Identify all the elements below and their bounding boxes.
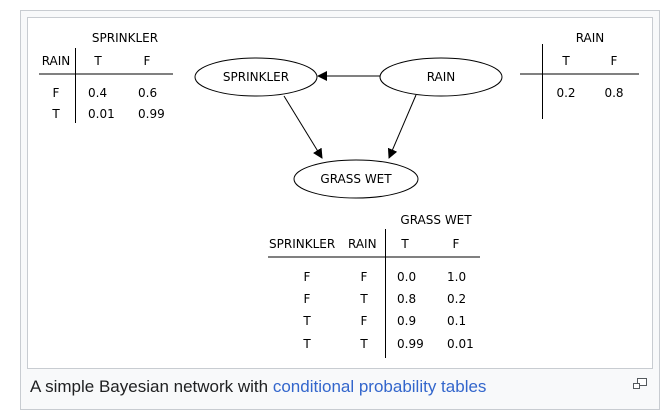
grass-table-cell: 0.01 — [447, 337, 474, 351]
grass-table-row-header-rain: RAIN — [348, 237, 377, 251]
rain-table-col-f: F — [611, 54, 618, 68]
caption-link-conditional-probability-tables[interactable]: conditional probability tables — [272, 377, 487, 396]
sprinkler-table-cell: 0.01 — [88, 107, 115, 121]
grass-table-cell: 0.8 — [397, 292, 416, 306]
grass-table-cell: F — [361, 314, 368, 328]
rain-table-col-t: T — [561, 54, 570, 68]
grass-table-cell: T — [359, 292, 368, 306]
node-grass-wet-label: GRASS WET — [320, 172, 392, 186]
enlarge-icon[interactable] — [630, 376, 650, 392]
grass-table-row-header-sprinkler: SPRINKLER — [269, 237, 335, 251]
node-sprinkler: SPRINKLER — [194, 57, 318, 97]
caption-text: A simple Bayesian network with — [30, 377, 273, 396]
node-rain: RAIN — [379, 57, 503, 97]
grass-table-cell: T — [302, 314, 311, 328]
grass-table-cell: F — [304, 292, 311, 306]
grass-wet-table: GRASS WET SPRINKLER RAIN T F F F 0.0 1.0… — [268, 213, 480, 358]
grass-table-cell: 0.99 — [397, 337, 424, 351]
sprinkler-table-cell: 0.6 — [138, 86, 157, 100]
grass-table-cell: 0.0 — [397, 270, 416, 284]
grass-table-cell: T — [302, 337, 311, 351]
grass-table-cell: F — [361, 270, 368, 284]
figure-caption: A simple Bayesian network with condition… — [30, 377, 486, 397]
rain-table-cell: 0.2 — [556, 86, 575, 100]
sprinkler-table-cell: 0.4 — [88, 86, 107, 100]
grass-table-cell: F — [304, 270, 311, 284]
node-rain-ellipse — [379, 57, 503, 97]
sprinkler-table-cell: F — [53, 86, 60, 100]
edge-sprinkler-to-grasswet — [283, 95, 323, 159]
grass-table-cell: 1.0 — [447, 270, 466, 284]
grass-table-title: GRASS WET — [400, 213, 472, 227]
edge-rain-to-grasswet — [387, 94, 417, 159]
grass-table-col-t: T — [400, 237, 409, 251]
sprinkler-table-row-header: RAIN — [42, 54, 71, 68]
grass-table-col-f: F — [453, 237, 460, 251]
node-grass-wet: GRASS WET — [293, 159, 419, 199]
sprinkler-table-title: SPRINKLER — [92, 31, 158, 45]
sprinkler-table-cell: T — [51, 107, 60, 121]
grass-table-cell: 0.1 — [447, 314, 466, 328]
bayesian-network-diagram: SPRINKLER RAIN T F F 0.4 0.6 T 0.01 0.99… — [39, 31, 639, 358]
node-sprinkler-ellipse — [194, 57, 318, 97]
sprinkler-table-cell: 0.99 — [138, 107, 165, 121]
node-rain-label: RAIN — [427, 70, 456, 84]
grass-table-cell: 0.2 — [447, 292, 466, 306]
sprinkler-table-col-f: F — [144, 54, 151, 68]
grass-table-cell: T — [359, 337, 368, 351]
figure-image[interactable]: SPRINKLER RAIN T F F 0.4 0.6 T 0.01 0.99… — [27, 17, 653, 369]
node-grass-wet-ellipse — [293, 159, 419, 199]
node-sprinkler-label: SPRINKLER — [223, 70, 289, 84]
sprinkler-table: SPRINKLER RAIN T F F 0.4 0.6 T 0.01 0.99 — [39, 31, 173, 123]
rain-table-title: RAIN — [576, 31, 605, 45]
rain-table: RAIN T F 0.2 0.8 — [520, 31, 639, 119]
sprinkler-table-col-t: T — [93, 54, 102, 68]
rain-table-cell: 0.8 — [604, 86, 623, 100]
grass-table-cell: 0.9 — [397, 314, 416, 328]
